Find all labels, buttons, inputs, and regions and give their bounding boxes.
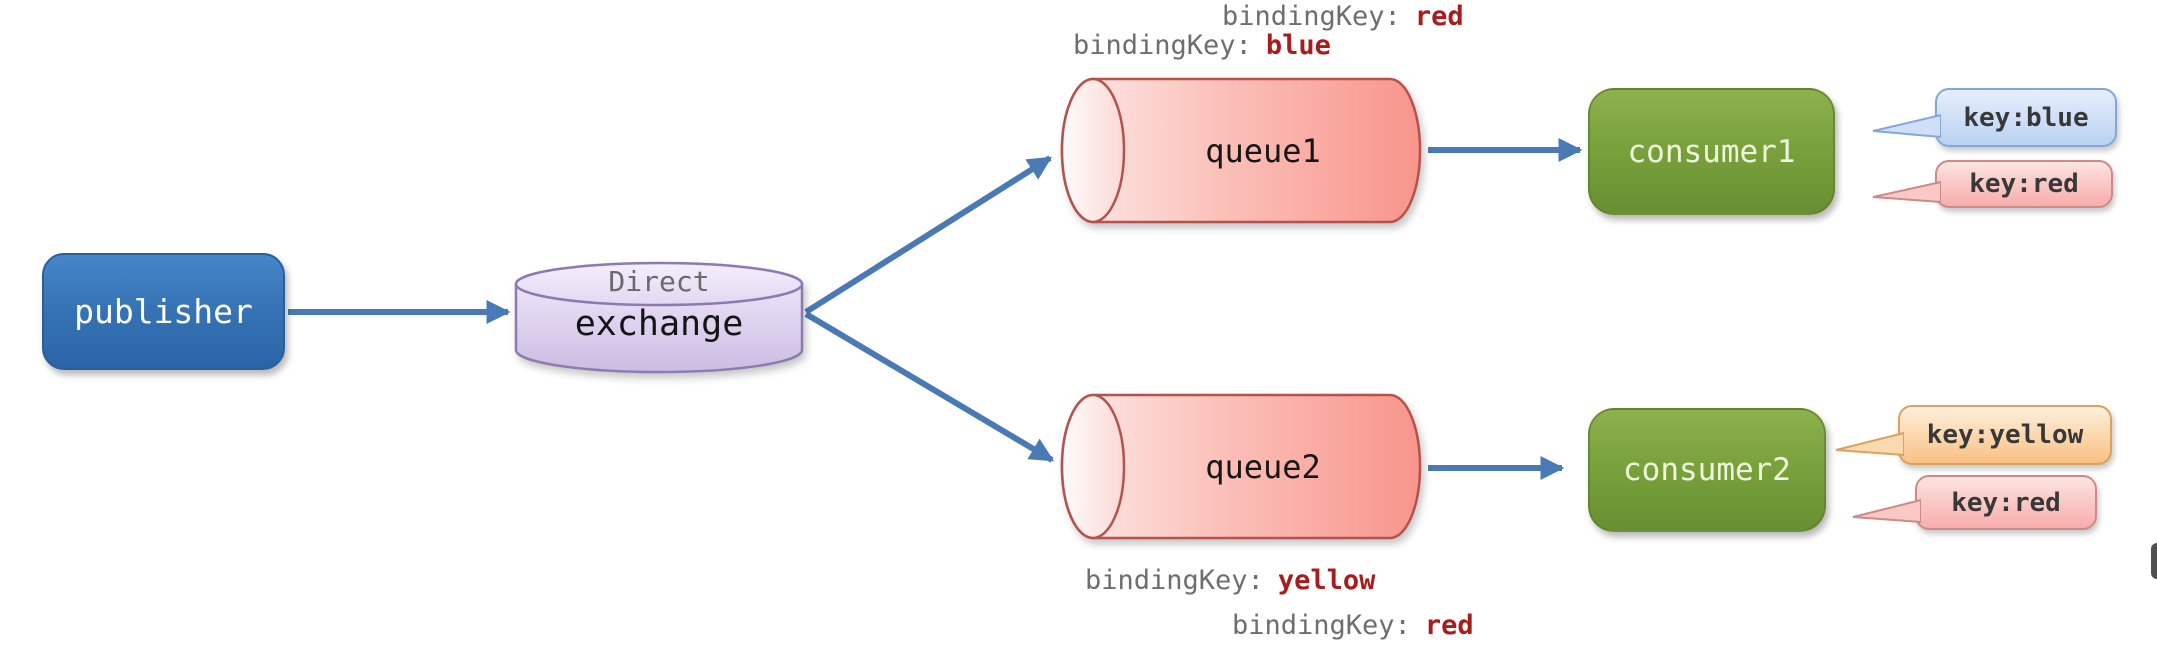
edge-artifact [2151, 543, 2157, 579]
binding-value: yellow [1277, 565, 1376, 596]
exchange-cylinder-shape [514, 261, 804, 374]
binding-prefix: bindingKey: [1222, 1, 1401, 32]
publisher-node: publisher [42, 253, 285, 370]
binding-prefix: bindingKey: [1085, 565, 1264, 596]
binding-value: blue [1265, 30, 1331, 61]
key-tag-red-consumer1: key:red [1872, 160, 2113, 208]
exchange-label: exchange [574, 304, 744, 344]
binding-label-queue1-blue: bindingKey: blue [1073, 30, 1331, 61]
publisher-label: publisher [74, 292, 253, 331]
binding-label-queue2-red: bindingKey: red [1232, 610, 1474, 641]
key-tag-red1-label: key:red [1969, 169, 2079, 199]
key-tag-yellow-label: key:yellow [1926, 420, 2084, 450]
consumer1-label: consumer1 [1627, 133, 1796, 170]
queue2-cylinder-shape [1060, 393, 1422, 540]
queue2-node: queue2 [1060, 393, 1426, 540]
consumer1-node: consumer1 [1588, 88, 1835, 215]
queue1-cylinder-shape [1060, 77, 1422, 224]
key-tag-red2-label: key:red [1951, 487, 2061, 518]
queue1-label: queue1 [1205, 131, 1321, 170]
arrow-exchange-to-queue1 [804, 155, 1053, 315]
binding-value: red [1414, 1, 1464, 32]
binding-label-queue1-red: bindingKey: red [1222, 1, 1464, 32]
key-tag-red-consumer2: key:red [1852, 475, 2097, 530]
binding-prefix: bindingKey: [1232, 610, 1411, 641]
queue1-node: queue1 [1060, 77, 1426, 224]
arrow-exchange-to-queue2 [804, 311, 1055, 463]
consumer2-node: consumer2 [1588, 408, 1826, 532]
binding-label-queue2-yellow: bindingKey: yellow [1085, 565, 1375, 596]
consumer2-label: consumer2 [1623, 452, 1791, 488]
queue2-label: queue2 [1205, 447, 1321, 486]
key-tag-blue-label: key:blue [1963, 102, 2089, 133]
exchange-kind-label: Direct [608, 265, 710, 298]
key-tag-blue: key:blue [1872, 88, 2117, 147]
exchange-node: Direct exchange [513, 260, 805, 376]
key-tag-yellow: key:yellow [1835, 405, 2112, 465]
binding-prefix: bindingKey: [1073, 30, 1252, 61]
binding-value: red [1424, 610, 1474, 641]
